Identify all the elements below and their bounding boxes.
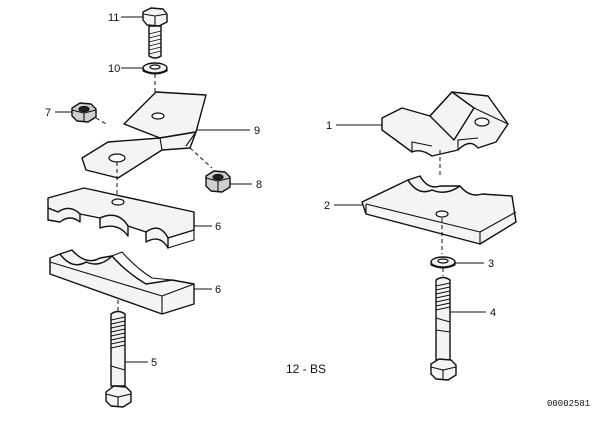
reference-number: 00002581 [547,399,590,409]
callout-8: 8 [256,179,262,191]
callout-11: 11 [108,12,119,24]
callout-leaders [55,16,486,363]
lower-saddle-clamp [361,175,517,245]
bracket-clamp [381,91,509,157]
hex-nut-left [71,102,97,123]
callout-4: 4 [490,307,496,319]
callout-1: 1 [326,120,332,132]
hex-bolt-right [430,276,457,381]
callout-6-lower: 6 [215,284,221,296]
callout-10: 10 [108,63,120,75]
callout-3: 3 [488,258,494,270]
callout-6-upper: 6 [215,221,221,233]
variant-code: 12 - BS [286,362,326,376]
callout-9: 9 [254,125,260,137]
callout-labels: 11 10 7 9 8 6 6 5 1 2 3 4 [45,12,496,369]
lock-washer-top [142,62,168,75]
callout-5: 5 [151,357,157,369]
hex-bolt-top [142,7,168,59]
flat-washer-right [430,256,456,269]
upper-clamp-half [47,187,195,249]
hex-bolt-bottom [105,310,132,408]
lower-clamp-half [49,249,195,315]
angle-bracket [81,91,207,179]
callout-7: 7 [45,107,51,119]
callout-2: 2 [324,200,330,212]
hex-nut-right [205,170,231,193]
